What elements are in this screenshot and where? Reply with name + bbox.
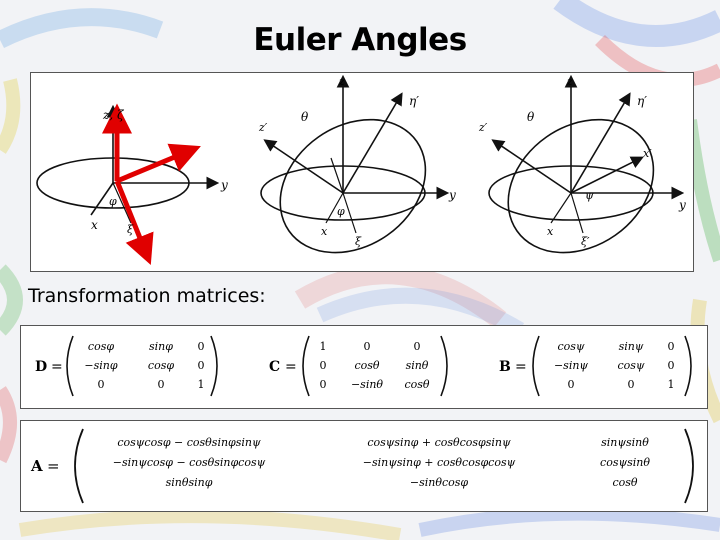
rotation-matrices: D = cosφ sinφ 0 −sinφ cosφ 0 0 0 1 C = 1…	[35, 335, 692, 397]
matrix-a-cell: sinψsinθ	[601, 436, 649, 449]
fig2-x-label: x	[321, 225, 328, 238]
matrix-b-cell: 0	[568, 378, 575, 391]
matrix-c-cell: 1	[320, 340, 327, 353]
matrix-d-cell: 0	[198, 340, 205, 353]
matrix-c-cell: sinθ	[406, 359, 429, 372]
matrix-a: A = cosψcosφ − cosθsinφsinψ cosψsinφ + c…	[30, 428, 694, 504]
fig3-x-label: x	[547, 225, 554, 238]
matrix-b-cell: cosψ	[617, 359, 644, 372]
matrix-d-name: D	[35, 359, 47, 375]
matrix-c-cell: 0	[414, 340, 421, 353]
matrix-d: D = cosφ sinφ 0 −sinφ cosφ 0 0 0 1	[35, 335, 218, 397]
page-title: Euler Angles	[253, 22, 467, 58]
euler-angles-figure: z, ζ y x φ ξ z z′ θ η′ y x φ ξ	[30, 72, 694, 272]
matrix-b-cell: 0	[628, 378, 635, 391]
matrix-a-eq: =	[47, 457, 60, 475]
matrix-d-cell: cosφ	[88, 340, 114, 353]
matrix-c-cell: 0	[364, 340, 371, 353]
matrix-b-cell: sinψ	[619, 340, 644, 353]
fig3-xi-label: ξ′	[581, 235, 590, 248]
matrix-c-cell: cosθ	[354, 359, 379, 372]
matrix-a-cell: cosψcosφ − cosθsinφsinψ	[117, 436, 261, 449]
matrix-d-cell: 1	[198, 378, 205, 391]
matrix-d-cell: sinφ	[149, 340, 173, 353]
matrix-c-name: C	[269, 359, 280, 375]
matrix-b-name: B	[499, 359, 511, 375]
fig3-z-label: z	[566, 75, 573, 88]
fig2-z-label: z	[338, 75, 345, 88]
matrix-c-eq: =	[285, 359, 297, 375]
matrix-d-cell: 0	[158, 378, 165, 391]
matrix-a-cell: −sinψsinφ + cosθcosφcosψ	[363, 456, 516, 469]
figure-3-rotation-psi: z z′ θ η′ x′ ψ y x ξ′	[478, 74, 686, 254]
matrix-b-cell: −sinψ	[554, 359, 588, 372]
composite-matrix: A = cosψcosφ − cosθsinφsinψ cosψsinφ + c…	[30, 428, 694, 504]
matrix-a-cell: −sinθcosφ	[410, 476, 469, 489]
fig3-xp-label: x′	[643, 147, 652, 160]
fig3-theta-label: θ	[527, 110, 535, 124]
fig2-eta-label: η′	[409, 94, 419, 108]
fig3-psi-label: ψ	[585, 189, 594, 202]
matrix-a-cell: cosψsinθ	[600, 456, 650, 469]
fig2-xi-label: ξ	[355, 235, 362, 248]
fig1-xi-label: ξ	[127, 223, 134, 236]
section-subtitle: Transformation matrices:	[28, 285, 266, 307]
matrix-a-cell: cosψsinφ + cosθcosφsinψ	[367, 436, 511, 449]
fig1-phi-label: φ	[109, 195, 117, 208]
fig1-x-label: x	[91, 218, 98, 232]
matrix-c-cell: cosθ	[404, 378, 429, 391]
figure-1-rotation-phi: z, ζ y x φ ξ	[36, 103, 228, 265]
euler-diagram: z, ζ y x φ ξ z z′ θ η′ y x φ ξ	[36, 74, 686, 265]
fig2-y-label: y	[448, 188, 456, 202]
matrix-d-eq: =	[51, 359, 63, 375]
rotation-matrices-panel: D = cosφ sinφ 0 −sinφ cosφ 0 0 0 1 C = 1…	[20, 325, 708, 409]
fig2-zp-label: z′	[258, 121, 268, 134]
matrix-a-cell: cosθ	[612, 476, 637, 489]
matrix-a-cell: sinθsinφ	[166, 476, 213, 489]
matrix-b-cell: 1	[668, 378, 675, 391]
matrix-d-cell: −sinφ	[84, 359, 117, 372]
fig1-y-label: y	[220, 178, 228, 192]
fig1-z-label: z, ζ	[102, 108, 125, 122]
matrix-d-cell: 0	[198, 359, 205, 372]
matrix-a-name: A	[30, 457, 43, 475]
fig3-eta-label: η′	[637, 94, 647, 108]
matrix-a-cell: −sinψcosφ − cosθsinφcosψ	[113, 456, 266, 469]
matrix-c-cell: 0	[320, 378, 327, 391]
matrix-d-cell: cosφ	[148, 359, 174, 372]
fig2-theta-label: θ	[301, 110, 309, 124]
matrix-b-cell: 0	[668, 340, 675, 353]
matrix-b-cell: cosψ	[557, 340, 584, 353]
matrix-c-cell: 0	[320, 359, 327, 372]
matrix-b-eq: =	[515, 359, 527, 375]
fig2-phi-label: φ	[337, 205, 345, 218]
matrix-b-cell: 0	[668, 359, 675, 372]
matrix-c-cell: −sinθ	[351, 378, 383, 391]
fig3-zp-label: z′	[478, 121, 488, 134]
matrix-b: B = cosψ sinψ 0 −sinψ cosψ 0 0 0 1	[499, 335, 692, 397]
fig3-y-label: y	[678, 198, 686, 212]
composite-matrix-panel: A = cosψcosφ − cosθsinφsinψ cosψsinφ + c…	[20, 420, 708, 512]
matrix-c: C = 1 0 0 0 cosθ sinθ 0 −sinθ cosθ	[269, 335, 448, 397]
matrix-d-cell: 0	[98, 378, 105, 391]
figure-2-rotation-theta: z z′ θ η′ y x φ ξ	[258, 74, 456, 254]
